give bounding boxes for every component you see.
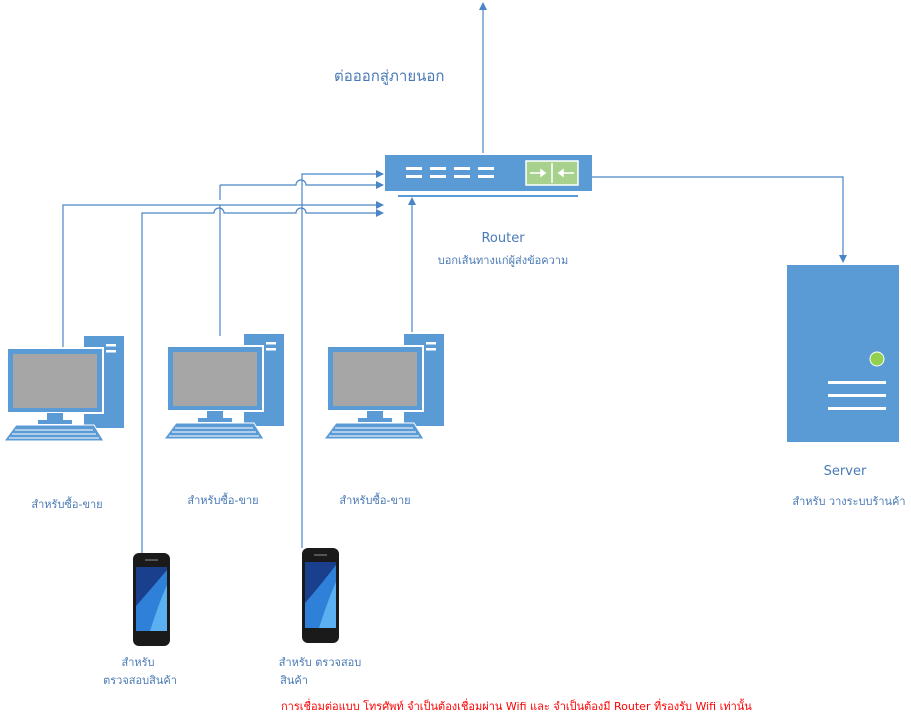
- phone2-link: [301, 170, 384, 548]
- computer-3-label: สำหรับซื้อ-ขาย: [339, 494, 411, 507]
- computer-1: [3, 336, 124, 442]
- server-subtitle: สำหรับ วางระบบร้านค้า: [792, 495, 906, 508]
- phone-1-label-line1: สำหรับ: [121, 656, 155, 669]
- smartphone-2: [302, 548, 339, 643]
- computer-3: [323, 334, 444, 440]
- computer-2-label: สำหรับซื้อ-ขาย: [187, 494, 259, 507]
- router-title: Router: [481, 231, 525, 246]
- phone-2-label-line1: สำหรับ ตรวจสอบ: [278, 656, 362, 669]
- phone-2-label-line2: สินค้า: [280, 674, 308, 687]
- phone1-link: [141, 207, 384, 553]
- server-led: [869, 351, 885, 367]
- computer-1-label: สำหรับซื้อ-ขาย: [31, 498, 103, 511]
- router-subtitle: บอกเส้นทางแก่ผู้ส่งข้อความ: [437, 254, 569, 267]
- footer-note: การเชื่อมต่อแบบ โทรศัพท์ จำเป็นต้องเชื่อ…: [281, 700, 752, 713]
- phone-1-label-line2: ตรวจสอบสินค้า: [103, 674, 177, 687]
- pc2-link: [219, 180, 383, 336]
- connection-lines: [62, 2, 847, 553]
- server-title: Server: [823, 464, 867, 479]
- server-link: [592, 176, 847, 263]
- external-label: ต่อออกสู่ภายนอก: [334, 67, 445, 85]
- router-device: [385, 155, 592, 197]
- smartphone-1: [133, 553, 170, 646]
- server-device: [787, 265, 899, 442]
- pc1-link: [62, 201, 384, 348]
- computer-2: [163, 334, 284, 440]
